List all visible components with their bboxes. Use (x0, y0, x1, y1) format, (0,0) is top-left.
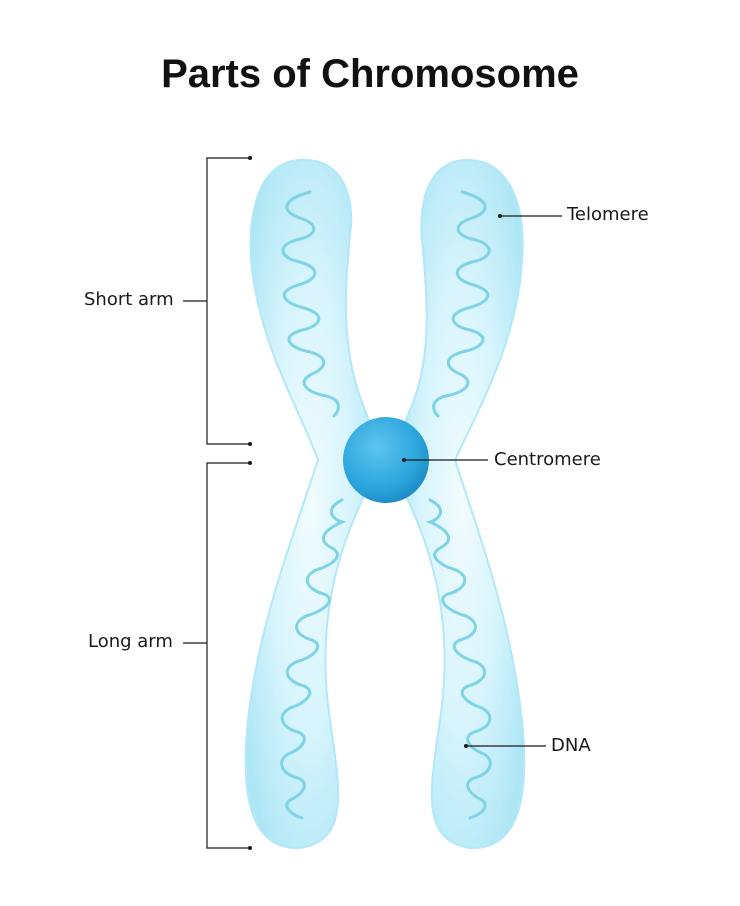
centromere-dot (402, 458, 406, 462)
short-arm-bottom-dot (248, 442, 252, 446)
dna-strand-right-upper (432, 190, 491, 418)
dna-strand-right-lower (425, 498, 492, 820)
dna-dot (464, 744, 468, 748)
centromere-body (343, 417, 429, 503)
dna-strand-left-lower (280, 498, 347, 820)
short-arm-top-dot (248, 156, 252, 160)
dna-strand-left-upper (281, 190, 340, 418)
centromere-label: Centromere (494, 449, 601, 470)
telomere-dot (498, 214, 502, 218)
dna-label: DNA (551, 735, 591, 756)
long-arm-top-dot (248, 461, 252, 465)
long-arm-bottom-dot (248, 846, 252, 850)
long-arm-bracket (206, 462, 250, 849)
short-arm-bracket (206, 157, 250, 445)
short-arm-label: Short arm (84, 289, 174, 310)
chromatid-left (244, 158, 375, 850)
long-arm-label: Long arm (88, 631, 173, 652)
diagram-title: Parts of Chromosome (161, 52, 579, 96)
chromatid-right (397, 158, 526, 850)
telomere-label: Telomere (567, 204, 649, 225)
